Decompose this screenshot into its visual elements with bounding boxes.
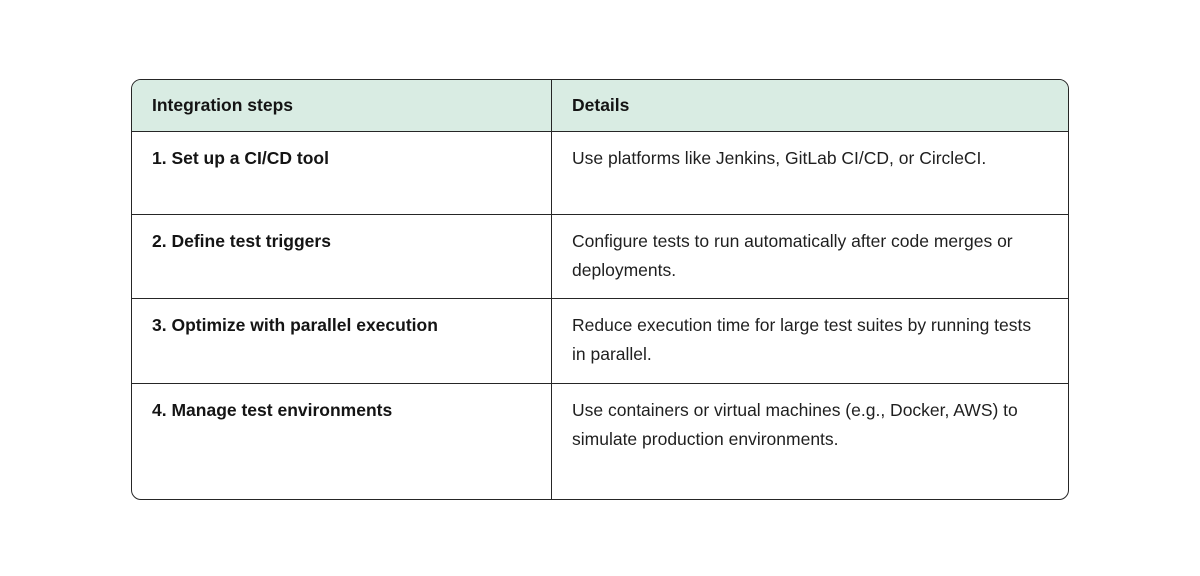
- header-cell-integration-steps: Integration steps: [132, 80, 552, 131]
- table-row: 2. Define test triggers Configure tests …: [132, 215, 1068, 299]
- integration-steps-table: Integration steps Details 1. Set up a CI…: [131, 79, 1069, 500]
- table-row: 1. Set up a CI/CD tool Use platforms lik…: [132, 132, 1068, 215]
- table-row: 4. Manage test environments Use containe…: [132, 384, 1068, 499]
- header-row: Integration steps Details: [132, 80, 1068, 132]
- header-cell-details: Details: [572, 95, 630, 115]
- step-cell: 1. Set up a CI/CD tool: [132, 132, 552, 214]
- step-cell: 3. Optimize with parallel execution: [132, 299, 552, 383]
- step-cell: 2. Define test triggers: [132, 215, 552, 298]
- table-row: 3. Optimize with parallel execution Redu…: [132, 299, 1068, 384]
- step-cell: 4. Manage test environments: [132, 384, 552, 499]
- details-cell: Use containers or virtual machines (e.g.…: [572, 400, 1018, 449]
- details-cell: Reduce execution time for large test sui…: [572, 315, 1032, 364]
- details-cell: Use platforms like Jenkins, GitLab CI/CD…: [572, 148, 987, 168]
- details-cell: Configure tests to run automatically aft…: [572, 231, 1013, 280]
